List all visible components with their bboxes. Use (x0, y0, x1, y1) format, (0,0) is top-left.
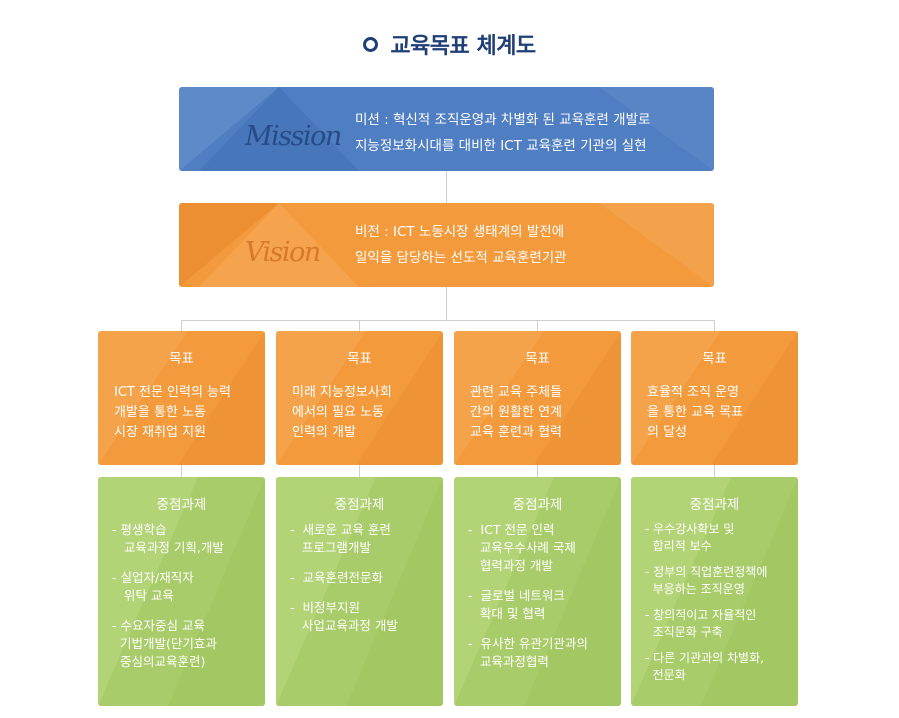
mission-statement: 미션 : 혁신적 조직운영과 차별화 된 교육훈련 개발로 지능정보화시대를 대… (355, 107, 650, 159)
task-item: - 정부의 직업훈련정책에 부응하는 조직운영 (645, 565, 768, 596)
task-card-1: 중점과제 - 평생학습 교육과정 기획,개발 - 실업자/재직자 위탁 교육 -… (98, 477, 265, 706)
connector-goal2 (359, 320, 360, 331)
connector-vision-down (446, 287, 447, 320)
task-caption: 중점과제 (689, 497, 740, 513)
goal-line: 미래 지능정보사회 (292, 385, 392, 400)
vision-decoration (179, 203, 714, 287)
goal-decoration (454, 331, 621, 465)
goal-line: 에서의 필요 노동 (292, 405, 384, 420)
goal-text: ICT 전문 인력의 능력 개발을 통한 노동 시장 재취업 지원 (114, 383, 231, 443)
goal-text: 관련 교육 주체들 간의 원활한 연계 교육 훈련과 협력 (470, 383, 562, 443)
vision-box: Vision 비전 : ICT 노동시장 생태계의 발전에 일익을 담당하는 선… (179, 203, 714, 287)
task-item: - ICT 전문 인력 교육우수사례 국제 협력과정 개발 (468, 522, 576, 573)
mission-line: 미션 : 혁신적 조직운영과 차별화 된 교육훈련 개발로 (355, 112, 651, 128)
goal-text: 미래 지능정보사회 에서의 필요 노동 인력의 개발 (292, 383, 392, 443)
task-item: - 새로운 교육 훈련 프로그램개발 (290, 522, 391, 555)
connector-horizontal (181, 320, 714, 321)
task-item: - 실업자/재직자 위탁 교육 (112, 570, 194, 603)
task-decoration (98, 477, 265, 706)
goal-caption: 목표 (169, 351, 194, 367)
circle-bullet-icon (363, 36, 379, 52)
task-item: - 유사한 유관기관과의 교육과정협력 (468, 636, 588, 669)
task-list: - 우수강사확보 및 합리적 보수 - 정부의 직업훈련정책에 부응하는 조직운… (645, 521, 792, 693)
goal-line: 효율적 조직 운영 (647, 385, 739, 400)
task-list: - 평생학습 교육과정 기획,개발 - 실업자/재직자 위탁 교육 - 수요자중… (112, 521, 259, 683)
task-decoration (454, 477, 621, 706)
connector-goal-task-3 (537, 465, 538, 477)
task-list: - 새로운 교육 훈련 프로그램개발 - 교육훈련전문화 - 비정부지원 사업교… (290, 521, 437, 647)
vision-statement: 비전 : ICT 노동시장 생태계의 발전에 일익을 담당하는 선도적 교육훈련… (355, 219, 567, 271)
goal-decoration (276, 331, 443, 465)
task-item: - 교육훈련전문화 (290, 570, 383, 585)
connector-goal-task-1 (181, 465, 182, 477)
vision-line: 비전 : ICT 노동시장 생태계의 발전에 (355, 224, 565, 240)
goal-decoration (631, 331, 798, 465)
connector-goal-task-4 (714, 465, 715, 477)
goal-card-2: 목표 미래 지능정보사회 에서의 필요 노동 인력의 개발 (276, 331, 443, 465)
mission-box: Mission 미션 : 혁신적 조직운영과 차별화 된 교육훈련 개발로 지능… (179, 87, 714, 171)
goal-line: 관련 교육 주체들 (470, 385, 562, 400)
task-caption: 중점과제 (334, 497, 385, 513)
goal-decoration (98, 331, 265, 465)
goal-line: 간의 원활한 연계 (470, 405, 562, 420)
connector-goal1 (181, 320, 182, 331)
goal-card-1: 목표 ICT 전문 인력의 능력 개발을 통한 노동 시장 재취업 지원 (98, 331, 265, 465)
task-list: - ICT 전문 인력 교육우수사례 국제 협력과정 개발 - 글로벌 네트워크… (468, 521, 615, 683)
goal-caption: 목표 (525, 351, 550, 367)
task-item: - 글로벌 네트워크 확대 및 협력 (468, 588, 565, 621)
task-card-3: 중점과제 - ICT 전문 인력 교육우수사례 국제 협력과정 개발 - 글로벌… (454, 477, 621, 706)
diagram-title: 교육목표 체계도 (0, 28, 899, 60)
goal-line: ICT 전문 인력의 능력 (114, 385, 231, 400)
task-item: - 비정부지원 사업교육과정 개발 (290, 600, 398, 633)
mission-line: 지능정보화시대를 대비한 ICT 교육훈련 기관의 실현 (355, 138, 647, 154)
page-title: 교육목표 체계도 (390, 34, 536, 59)
task-item: - 평생학습 교육과정 기획,개발 (112, 522, 224, 555)
task-item: - 우수강사확보 및 합리적 보수 (645, 522, 735, 553)
connector-goal4 (714, 320, 715, 331)
connector-goal3 (537, 320, 538, 331)
goal-text: 효율적 조직 운영 을 통한 교육 목표 의 달성 (647, 383, 743, 443)
task-decoration (276, 477, 443, 706)
goal-card-4: 목표 효율적 조직 운영 을 통한 교육 목표 의 달성 (631, 331, 798, 465)
goal-card-3: 목표 관련 교육 주체들 간의 원활한 연계 교육 훈련과 협력 (454, 331, 621, 465)
goal-line: 시장 재취업 지원 (114, 425, 206, 440)
vision-word: Vision (245, 237, 321, 268)
task-caption: 중점과제 (512, 497, 563, 513)
goal-line: 인력의 개발 (292, 425, 356, 440)
connector-mission-vision (446, 171, 447, 203)
task-item: - 다른 기관과의 차별화, 전문화 (645, 651, 764, 682)
task-caption: 중점과제 (156, 497, 207, 513)
connector-goal-task-2 (359, 465, 360, 477)
vision-line: 일익을 담당하는 선도적 교육훈련기관 (355, 250, 567, 266)
mission-decoration (179, 87, 714, 171)
task-item: - 창의적이고 자율적인 조직문화 구축 (645, 608, 757, 639)
goal-caption: 목표 (702, 351, 727, 367)
task-item: - 수요자중심 교육 기법개발(단기효과 중심의교육훈련) (112, 618, 217, 669)
goal-line: 교육 훈련과 협력 (470, 425, 562, 440)
goal-line: 을 통한 교육 목표 (647, 405, 744, 420)
task-card-2: 중점과제 - 새로운 교육 훈련 프로그램개발 - 교육훈련전문화 - 비정부지… (276, 477, 443, 706)
task-card-4: 중점과제 - 우수강사확보 및 합리적 보수 - 정부의 직업훈련정책에 부응하… (631, 477, 798, 706)
goal-line: 의 달성 (647, 425, 688, 440)
task-decoration (631, 477, 798, 706)
goal-line: 개발을 통한 노동 (114, 405, 206, 420)
mission-word: Mission (245, 121, 342, 152)
goal-caption: 목표 (347, 351, 372, 367)
